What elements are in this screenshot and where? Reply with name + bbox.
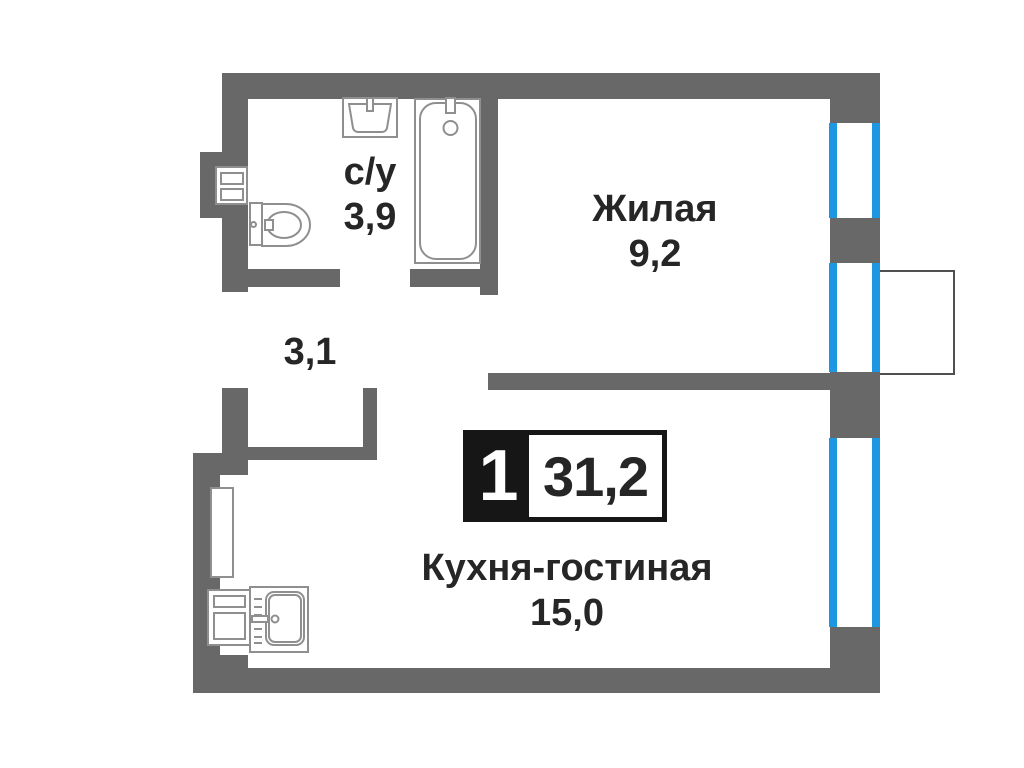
room-count-badge: 1 31,2	[463, 430, 667, 522]
wall-right-pier-1	[830, 218, 880, 263]
wall-bathroom-right	[480, 99, 498, 295]
window-3	[829, 438, 880, 627]
bathroom-label: с/у 3,9	[325, 150, 415, 240]
wall-right-top	[830, 99, 880, 123]
hallway-label: 3,1	[275, 330, 345, 375]
stove-icon	[207, 589, 252, 646]
balcony-outline	[878, 270, 955, 375]
kitchen-name: Кухня-гостиная	[421, 547, 713, 589]
wall-right-bottom	[830, 627, 880, 668]
window-2	[829, 263, 880, 372]
window-1	[829, 123, 880, 218]
wall-left-connector	[193, 453, 248, 475]
hallway-area: 3,1	[283, 331, 337, 373]
wall-top	[222, 73, 880, 99]
wall-right-pier-2	[830, 372, 880, 438]
living-area: 9,2	[628, 233, 682, 275]
wall-partition-living-kitchen	[488, 373, 832, 390]
duct-box-icon	[215, 166, 248, 205]
wall-bathroom-bottom-right	[410, 269, 480, 287]
kitchen-sink-icon	[249, 586, 309, 653]
living-name: Жилая	[592, 188, 718, 230]
wall-bathroom-bottom-left	[222, 269, 340, 287]
vent-niche	[210, 487, 234, 578]
wall-bottom	[220, 668, 880, 693]
living-label: Жилая 9,2	[565, 187, 745, 277]
bathroom-name: с/у	[343, 151, 397, 193]
toilet-icon	[249, 202, 311, 247]
kitchen-label: Кухня-гостиная 15,0	[397, 546, 737, 636]
wall-hall-horizontal	[248, 447, 377, 460]
wall-hall-stub	[363, 388, 377, 447]
kitchen-area: 15,0	[530, 592, 604, 634]
badge-room-count: 1	[468, 435, 529, 517]
bathroom-area: 3,9	[343, 196, 397, 238]
bathroom-sink-icon	[342, 97, 398, 138]
bathtub-icon	[414, 97, 481, 264]
badge-total-area: 31,2	[543, 444, 649, 508]
